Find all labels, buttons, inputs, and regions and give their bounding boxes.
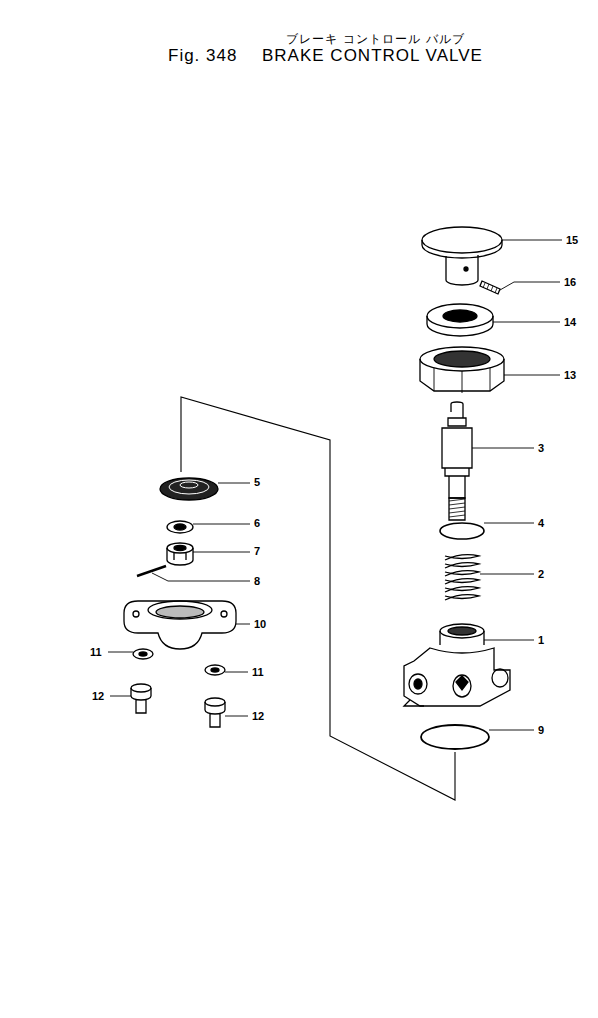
callout-number: 16 [564,277,576,288]
coil-stroke [445,587,479,592]
callout-number: 12 [252,711,264,722]
callout-number: 12 [92,691,104,702]
callout-number: 3 [538,443,544,454]
cover [124,601,236,649]
coil-stroke [445,595,479,600]
thread-stroke [449,499,465,501]
callout-number: 14 [564,317,576,328]
callout-number: 11 [90,647,102,658]
thread-stroke [449,507,465,509]
coil-stroke [445,571,479,576]
valve-body [404,624,510,706]
spring-pin [480,281,500,294]
figure-number: Fig. 348 [168,47,237,64]
bolt [131,684,225,727]
thread-stroke [449,515,465,517]
assembly-line [181,397,455,800]
callout-number: 15 [566,235,578,246]
coil-stroke [445,555,479,560]
hex-nut [420,347,504,393]
o-ring [421,725,489,749]
cotter-pin [137,566,166,576]
callout-number: 13 [564,370,576,381]
washer [167,521,193,533]
callout-number: 6 [254,518,260,529]
callout-number: 9 [538,725,544,736]
o-ring [440,523,484,539]
stem-thread [449,499,465,517]
callout-number: 1 [538,635,544,646]
callout-number: 4 [538,518,544,529]
figure-title: BRAKE CONTROL VALVE [262,47,483,64]
washer [133,649,225,675]
callout-number: 5 [254,477,260,488]
japanese-title: ブレーキ コントロール バルブ [286,33,465,45]
knob [422,227,502,285]
valve-stem [442,402,472,520]
castle-nut [167,543,193,565]
callout-number: 8 [254,576,260,587]
callout-number: 10 [254,619,266,630]
thread-stroke [449,503,465,505]
coil-stroke [445,563,479,568]
callout-number: 7 [254,546,260,557]
seal-ring [427,304,493,336]
coil-spring [445,555,479,600]
leader-line [108,240,562,730]
thread-stroke [449,511,465,513]
coil-stroke [445,579,479,584]
callout-number: 11 [252,667,264,678]
callout-number: 2 [538,569,544,580]
diaphragm [160,478,218,500]
